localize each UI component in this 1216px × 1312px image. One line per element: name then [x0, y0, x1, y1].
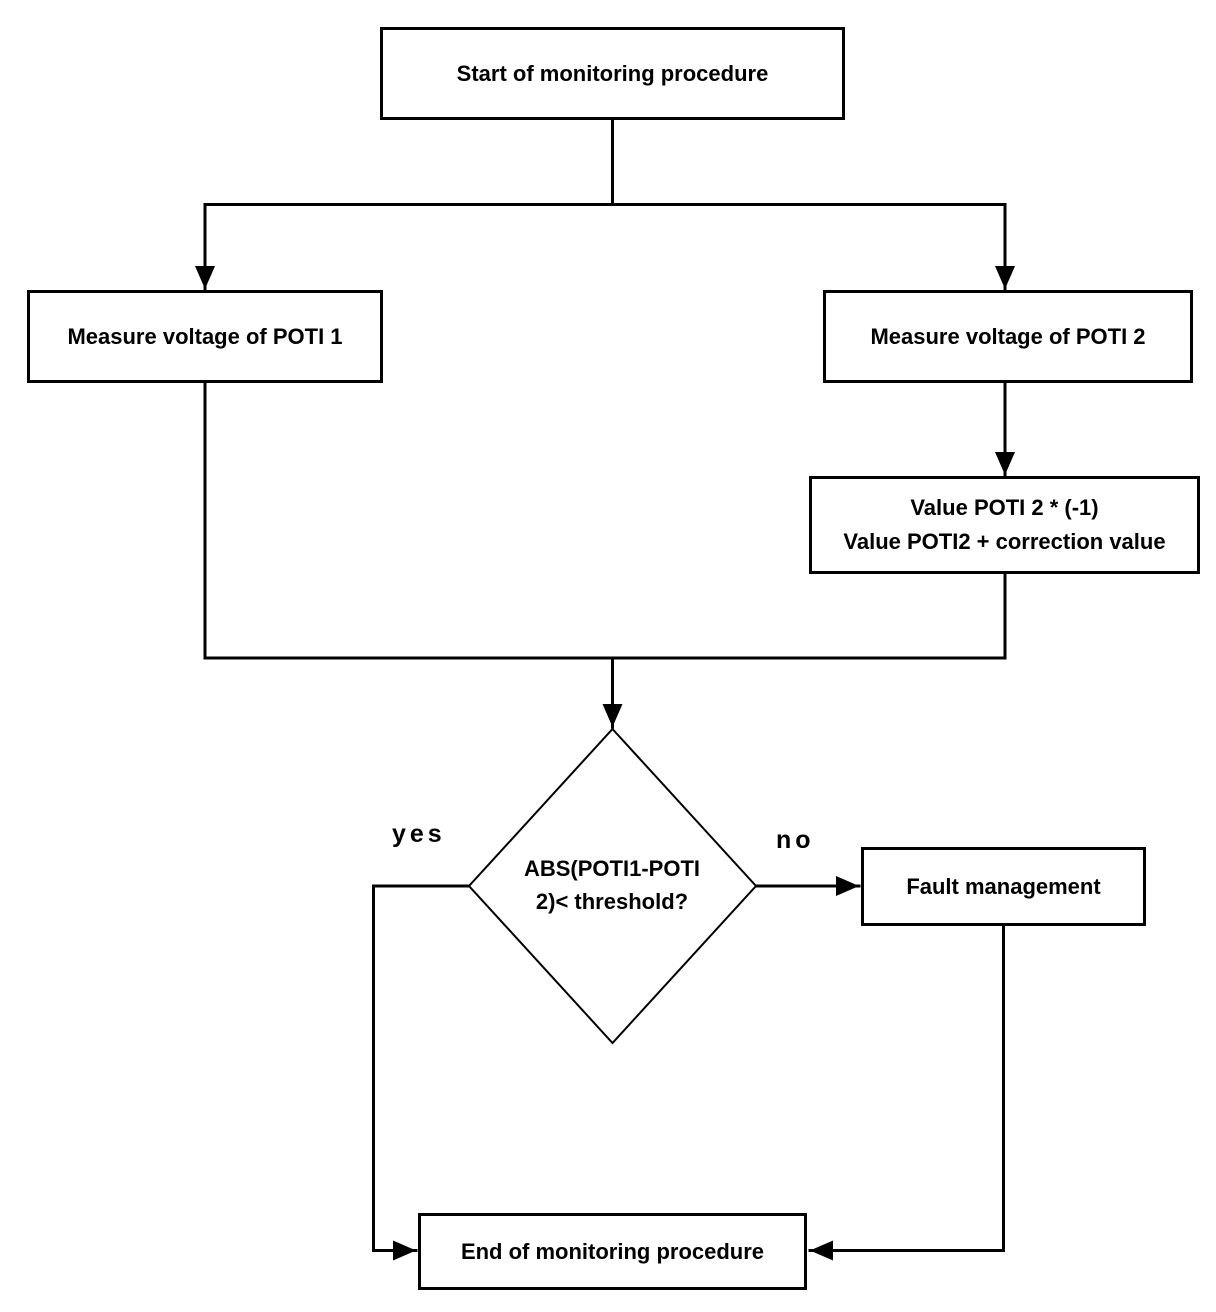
edge-fault-to-end — [808, 924, 1005, 1261]
node-measure-poti1-label: Measure voltage of POTI 1 — [67, 323, 343, 349]
node-start-label: Start of monitoring procedure — [456, 60, 769, 86]
node-decision-label: ABS(POTI1-POTI 2)< threshold? — [523, 856, 700, 914]
decision-diamond-shape — [467, 727, 758, 1045]
node-end: End of monitoring procedure — [418, 1213, 807, 1290]
node-start: Start of monitoring procedure — [380, 27, 845, 120]
edge-yes-to-end — [372, 884, 471, 1261]
branch-label-yes: yes — [392, 820, 446, 848]
node-fault-management: Fault management — [861, 847, 1146, 926]
node-measure-poti2: Measure voltage of POTI 2 — [823, 290, 1193, 383]
node-value-correction: Value POTI 2 * (-1) Value POTI2 + correc… — [809, 476, 1200, 574]
node-measure-poti2-label: Measure voltage of POTI 2 — [870, 323, 1146, 349]
node-value-correction-label: Value POTI 2 * (-1) Value POTI2 + correc… — [843, 495, 1166, 554]
branch-label-no: no — [776, 826, 815, 854]
node-end-label: End of monitoring procedure — [460, 1238, 765, 1264]
node-measure-poti1: Measure voltage of POTI 1 — [27, 290, 383, 383]
node-fault-management-label: Fault management — [906, 873, 1101, 899]
